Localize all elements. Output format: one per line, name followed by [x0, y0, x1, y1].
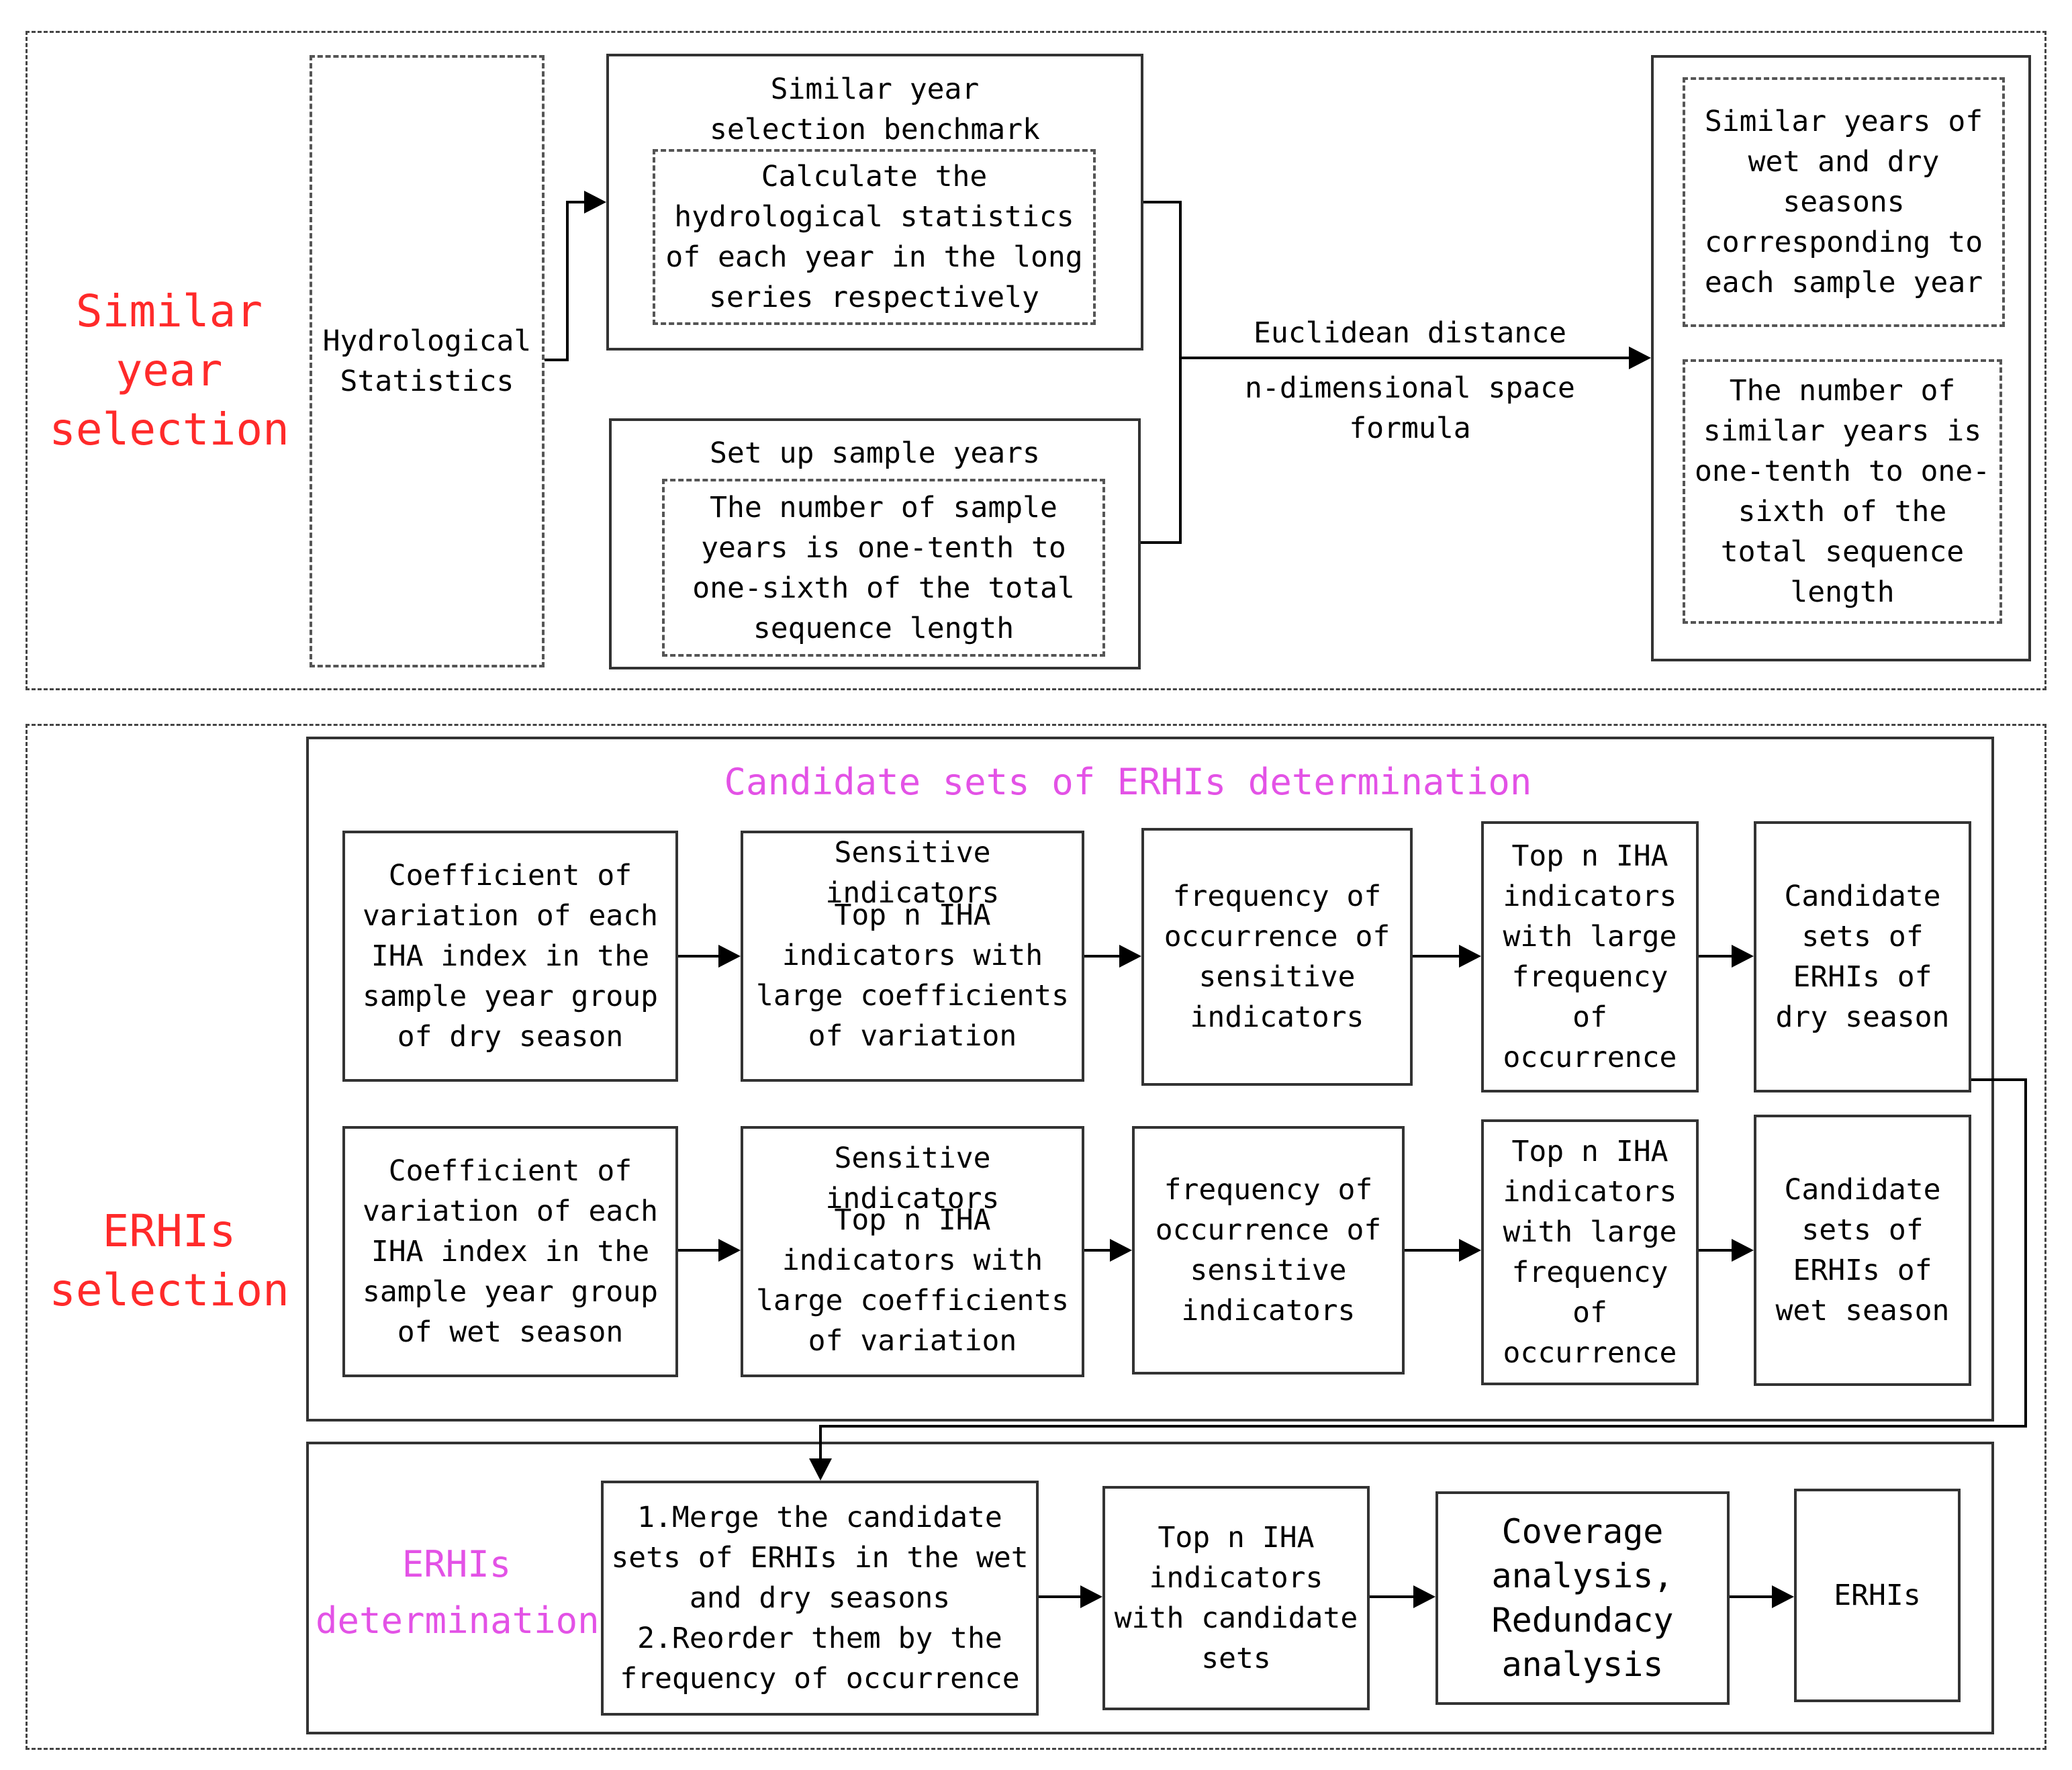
sample-years-detail-text: The number of sample years is one-tenth … — [692, 490, 1075, 645]
determination-title: ERHIs determination — [316, 1543, 600, 1642]
wet-sensitive-box — [741, 1126, 1084, 1377]
dry-sensitive-box — [741, 831, 1084, 1082]
dry-frequency-text: frequency of occurrence of sensitive ind… — [1164, 880, 1391, 1034]
dry-sensitive-title: Sensitive indicators — [825, 836, 1000, 910]
arrowhead — [1119, 945, 1141, 968]
arrowhead — [1772, 1585, 1794, 1608]
benchmark-title: Similar year selection benchmark — [710, 73, 1040, 146]
arrowhead — [584, 191, 606, 214]
wet-top-frequency-box: Top n IHA indicators with large frequenc… — [1481, 1119, 1699, 1385]
analysis-box: Coverage analysis, Redundacy analysis — [1435, 1491, 1730, 1705]
candidate-sets-title: Candidate sets of ERHIs determination — [724, 761, 1532, 803]
similar-year-section-title: Similar year selection — [49, 285, 289, 455]
arrowhead — [1732, 945, 1754, 968]
dry-candidate-box: Candidate sets of ERHIs of dry season — [1754, 821, 1971, 1092]
dry-sensitive-detail: Top n IHA indicators with large coeffici… — [756, 898, 1069, 1053]
arrowhead — [809, 1458, 832, 1481]
hydrological-statistics-box: Hydrological Statistics — [310, 55, 545, 667]
benchmark-detail-text: Calculate the hydrological statistics of… — [665, 160, 1083, 314]
dry-top-frequency-text: Top n IHA indicators with large frequenc… — [1503, 839, 1677, 1074]
arrowhead — [1459, 1239, 1481, 1262]
wet-frequency-box: frequency of occurrence of sensitive ind… — [1132, 1126, 1405, 1375]
top-candidate-box: Top n IHA indicators with candidate sets — [1102, 1486, 1370, 1710]
edge-hydro-to-benchmark — [545, 201, 584, 361]
wet-top-frequency-text: Top n IHA indicators with large frequenc… — [1503, 1135, 1677, 1370]
sample-years-detail-box: The number of sample years is one-tenth … — [662, 479, 1105, 657]
erhis-result-text: ERHIs — [1834, 1579, 1921, 1612]
edge-candidates-to-merge — [819, 1078, 2027, 1458]
edge-label-euclidean: Euclidean distance — [1254, 316, 1566, 350]
similar-years-result-1: Similar years of wet and dry seasons cor… — [1683, 77, 2005, 327]
arrowhead — [1080, 1585, 1102, 1608]
wet-sensitive-title: Sensitive indicators — [825, 1142, 1000, 1215]
similar-years-result-box — [1651, 55, 2031, 661]
hydrological-statistics-label: Hydrological Statistics — [322, 324, 532, 398]
dry-cv-text: Coefficient of variation of each IHA ind… — [362, 859, 659, 1054]
merge-text: 1.Merge the candidate sets of ERHIs in t… — [611, 1501, 1029, 1695]
arrowhead — [718, 945, 741, 968]
erhis-result-box: ERHIs — [1794, 1489, 1961, 1702]
dry-top-frequency-box: Top n IHA indicators with large frequenc… — [1481, 821, 1699, 1092]
arrowhead — [1629, 346, 1651, 369]
wet-cv-box: Coefficient of variation of each IHA ind… — [342, 1126, 678, 1377]
wet-candidate-text: Candidate sets of ERHIs of wet season — [1775, 1173, 1950, 1328]
similar-years-result-2: The number of similar years is one-tenth… — [1683, 359, 2002, 624]
analysis-text: Coverage analysis, Redundacy analysis — [1491, 1512, 1674, 1684]
erhis-section-title: ERHIs selection — [49, 1205, 289, 1316]
arrowhead — [1110, 1239, 1132, 1262]
similar-years-result-2-text: The number of similar years is one-tenth… — [1694, 374, 1991, 609]
arrowhead — [1413, 1585, 1435, 1608]
dry-cv-box: Coefficient of variation of each IHA ind… — [342, 831, 678, 1082]
wet-frequency-text: frequency of occurrence of sensitive ind… — [1155, 1173, 1382, 1328]
dry-candidate-text: Candidate sets of ERHIs of dry season — [1775, 880, 1950, 1034]
sample-years-title: Set up sample years — [710, 436, 1040, 470]
wet-sensitive-detail: Top n IHA indicators with large coeffici… — [756, 1203, 1069, 1358]
merge-box: 1.Merge the candidate sets of ERHIs in t… — [601, 1481, 1039, 1716]
wet-cv-text: Coefficient of variation of each IHA ind… — [362, 1154, 659, 1349]
dry-frequency-box: frequency of occurrence of sensitive ind… — [1141, 828, 1413, 1086]
arrowhead — [1459, 945, 1481, 968]
similar-year-section — [26, 31, 2046, 690]
wet-candidate-box: Candidate sets of ERHIs of wet season — [1754, 1115, 1971, 1386]
edge-benchmark-merge — [1141, 201, 1182, 544]
arrowhead — [718, 1239, 741, 1262]
similar-years-result-1-text: Similar years of wet and dry seasons cor… — [1704, 105, 1983, 299]
edge-label-n-dimensional: n-dimensional space formula — [1245, 371, 1575, 445]
benchmark-detail-box: Calculate the hydrological statistics of… — [653, 149, 1096, 325]
top-candidate-text: Top n IHA indicators with candidate sets — [1114, 1521, 1358, 1675]
erhis-section — [26, 724, 2046, 1750]
arrowhead — [1732, 1239, 1754, 1262]
